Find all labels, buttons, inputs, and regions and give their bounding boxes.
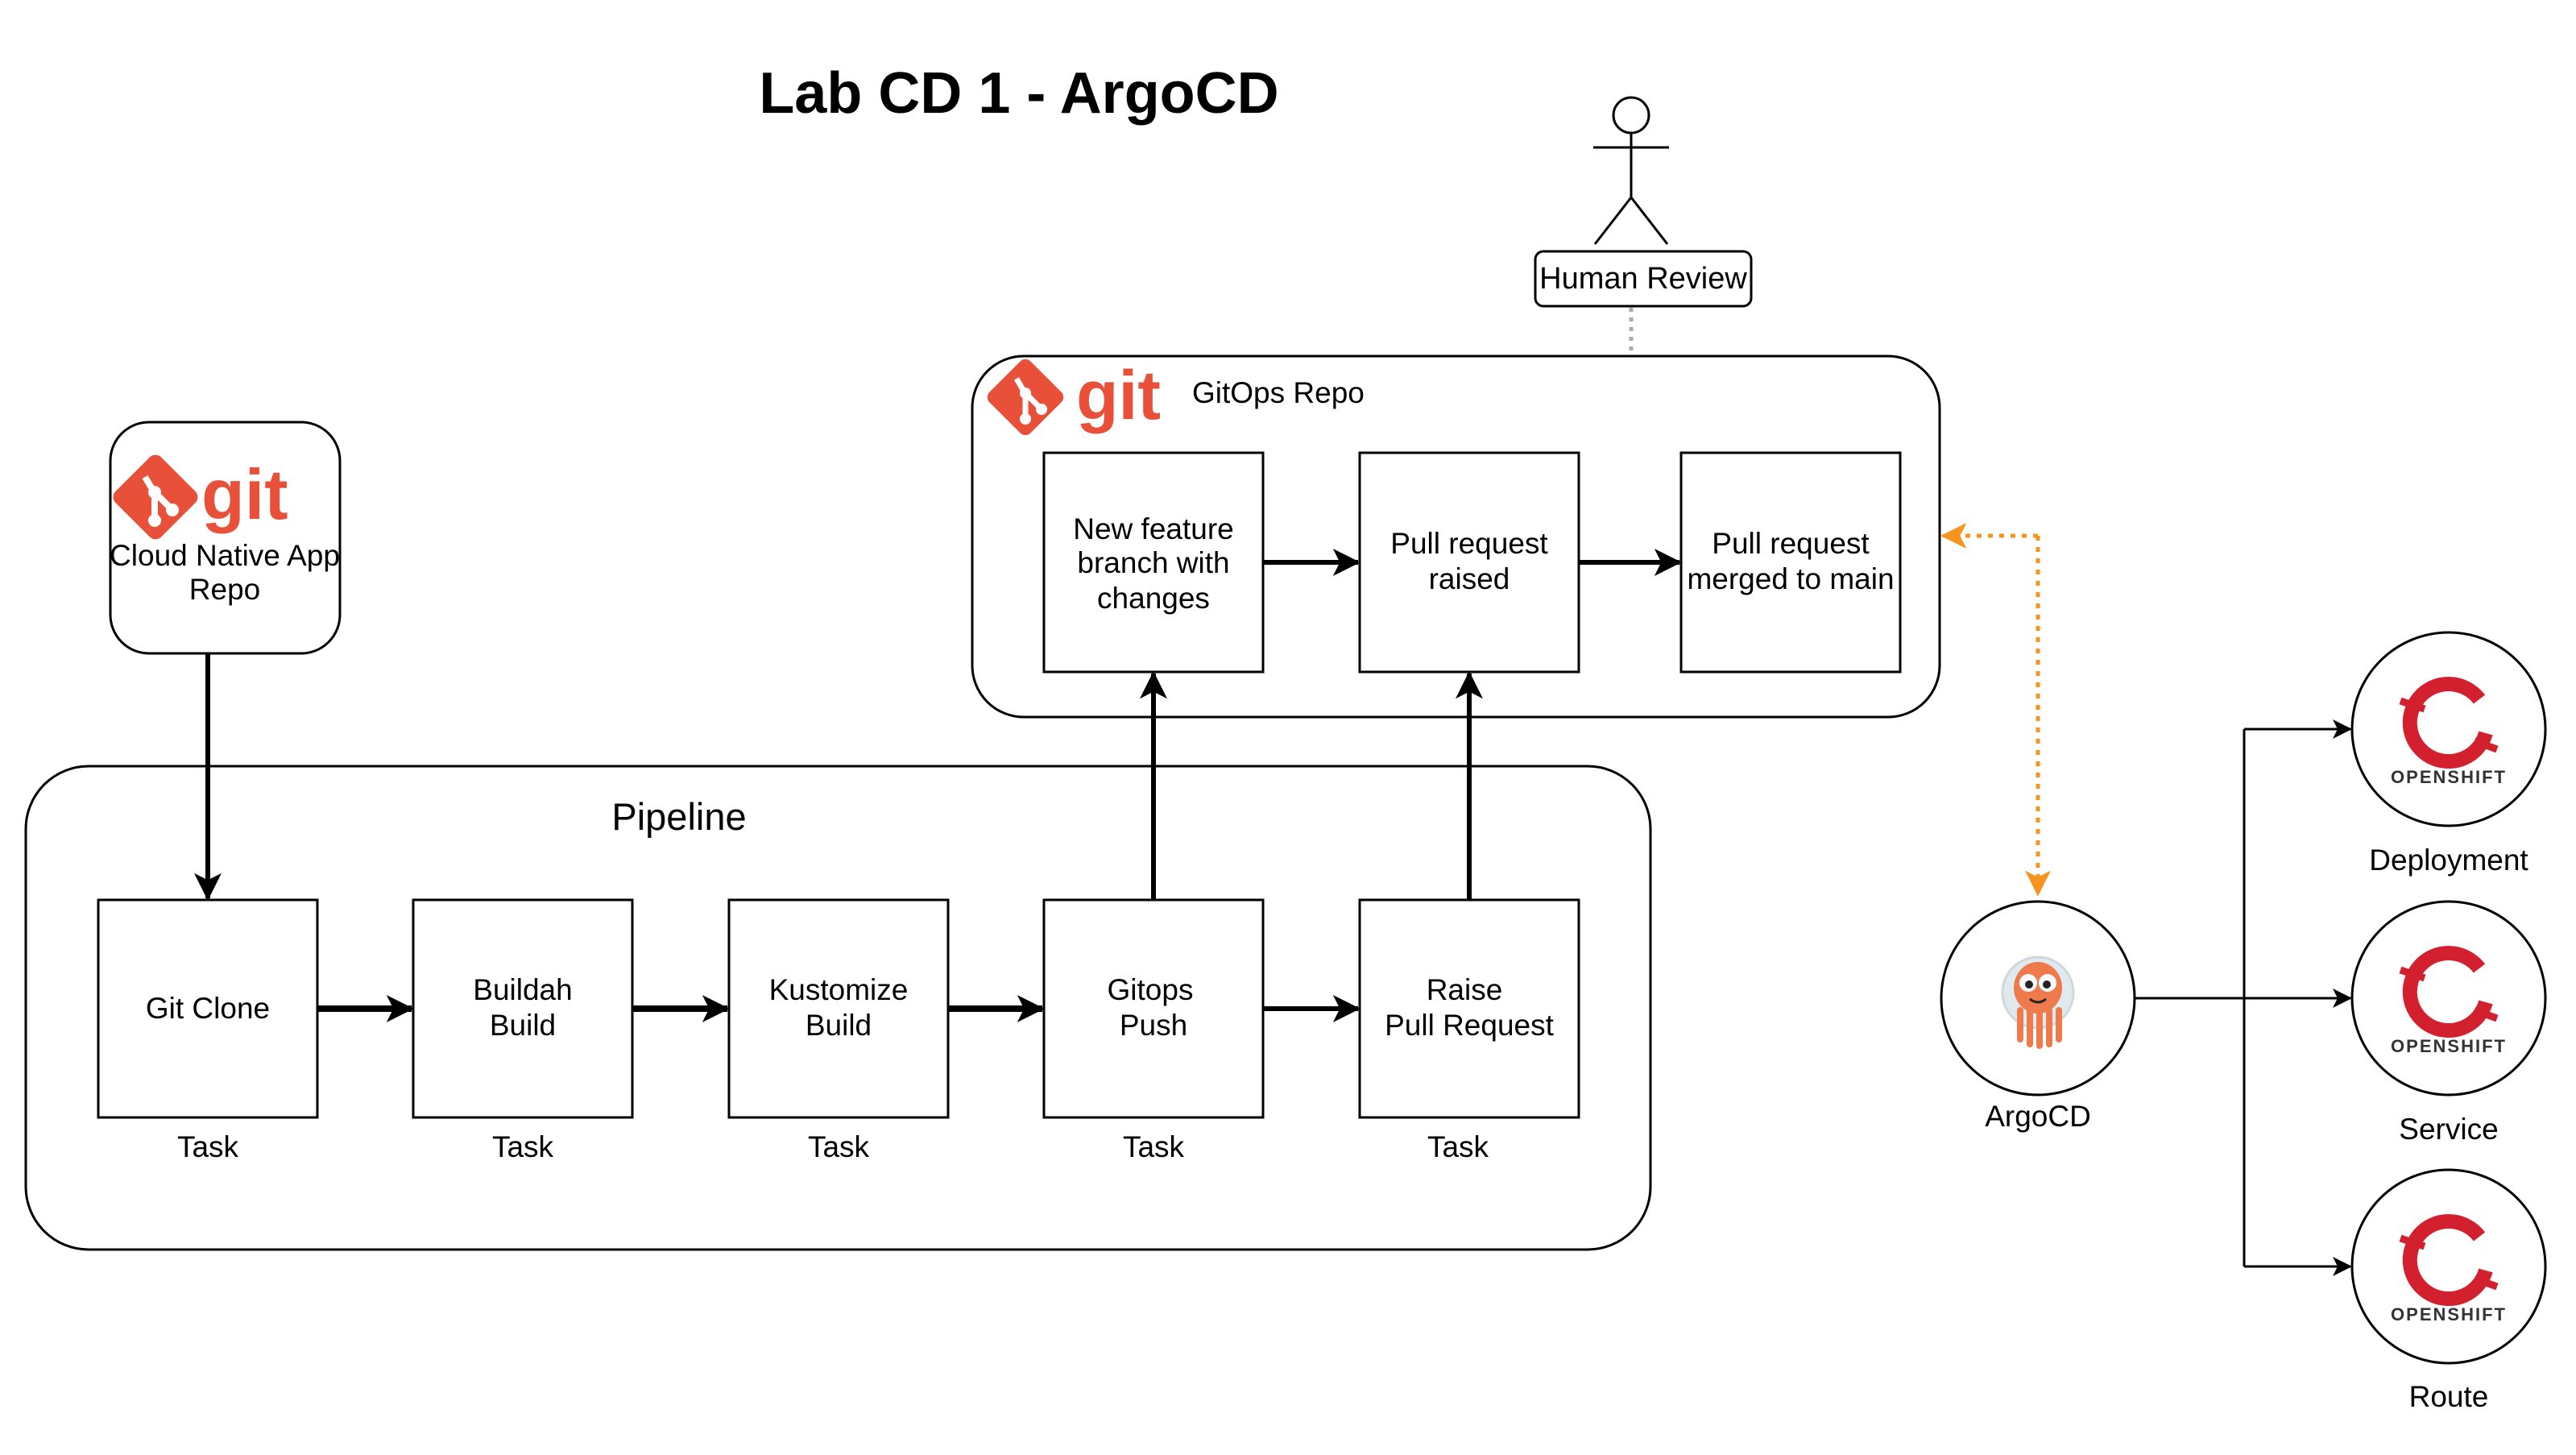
task-label-line: Git Clone: [146, 992, 270, 1025]
resource-label-service: Service: [2399, 1113, 2498, 1146]
step-label-line: Pull request: [1712, 527, 1870, 560]
human-review-node: Human Review: [1534, 250, 1753, 308]
task-raise-pull-request: Raise Pull Request Task: [1358, 898, 1580, 1163]
step-label-line: New feature: [1073, 512, 1234, 545]
openshift-logo-icon: [2399, 946, 2499, 1038]
task-label-line: Buildah: [473, 973, 572, 1006]
task-caption: Task: [1123, 1130, 1185, 1163]
task-label-line: Raise: [1427, 973, 1503, 1006]
task-git-clone: Git Clone Task: [97, 898, 319, 1163]
diagram-title: Lab CD 1 - ArgoCD: [759, 61, 1278, 126]
gitops-step-feature-branch: New feature branch with changes: [1042, 451, 1265, 674]
argocd-octopus-icon: [2001, 955, 2075, 1049]
task-label-line: Pull Request: [1385, 1009, 1555, 1042]
resource-label-route: Route: [2409, 1380, 2489, 1413]
app-repo-label-line1: Cloud Native App: [110, 539, 340, 572]
task-caption: Task: [1427, 1130, 1489, 1163]
gitops-repo-label: GitOps Repo: [1192, 376, 1365, 409]
task-label-line: Gitops: [1108, 973, 1194, 1006]
human-reviewer-icon: [1593, 96, 1669, 245]
openshift-logo-text: OPENSHIFT: [2391, 1304, 2507, 1324]
pipeline-label: Pipeline: [611, 795, 746, 838]
openshift-service-node: OPENSHIFT Service: [2350, 900, 2547, 1146]
human-review-label: Human Review: [1539, 262, 1747, 296]
step-label-line: changes: [1097, 582, 1210, 615]
step-label-line: merged to main: [1687, 562, 1894, 595]
step-label-line: branch with: [1077, 546, 1229, 579]
resource-label-deployment: Deployment: [2369, 844, 2528, 877]
app-repo-git-word: git: [201, 454, 288, 534]
task-label-line: Kustomize: [769, 973, 909, 1006]
gitops-step-pr-merged: Pull request merged to main: [1679, 451, 1902, 674]
task-label-line: Build: [490, 1009, 556, 1042]
task-caption: Task: [808, 1130, 870, 1163]
task-caption: Task: [492, 1130, 554, 1163]
gitops-step-pr-raised: Pull request raised: [1358, 451, 1580, 674]
git-logo-icon: git: [113, 454, 288, 540]
argocd-node: ArgoCD: [1940, 900, 2136, 1133]
task-label-line: Build: [806, 1009, 872, 1042]
app-repo-node: git Cloud Native App Repo: [109, 421, 342, 655]
step-label-line: Pull request: [1390, 527, 1548, 560]
openshift-logo-text: OPENSHIFT: [2391, 767, 2507, 787]
openshift-route-node: OPENSHIFT Route: [2350, 1168, 2547, 1413]
openshift-deployment-node: OPENSHIFT Deployment: [2350, 631, 2547, 877]
git-logo-icon: git: [987, 357, 1161, 436]
openshift-logo-icon: [2399, 677, 2499, 769]
argocd-label: ArgoCD: [1985, 1100, 2091, 1133]
task-gitops-push: Gitops Push Task: [1042, 898, 1265, 1163]
gitops-repo-git-word: git: [1076, 357, 1161, 434]
step-label-line: raised: [1429, 562, 1510, 595]
task-kustomize-build: Kustomize Build Task: [727, 898, 950, 1163]
app-repo-label-line2: Repo: [189, 573, 260, 606]
argocd-fanout: [2135, 719, 2352, 1276]
task-caption: Task: [177, 1130, 239, 1163]
openshift-logo-text: OPENSHIFT: [2391, 1036, 2507, 1056]
openshift-logo-icon: [2399, 1214, 2499, 1307]
task-label-line: Push: [1120, 1009, 1187, 1042]
